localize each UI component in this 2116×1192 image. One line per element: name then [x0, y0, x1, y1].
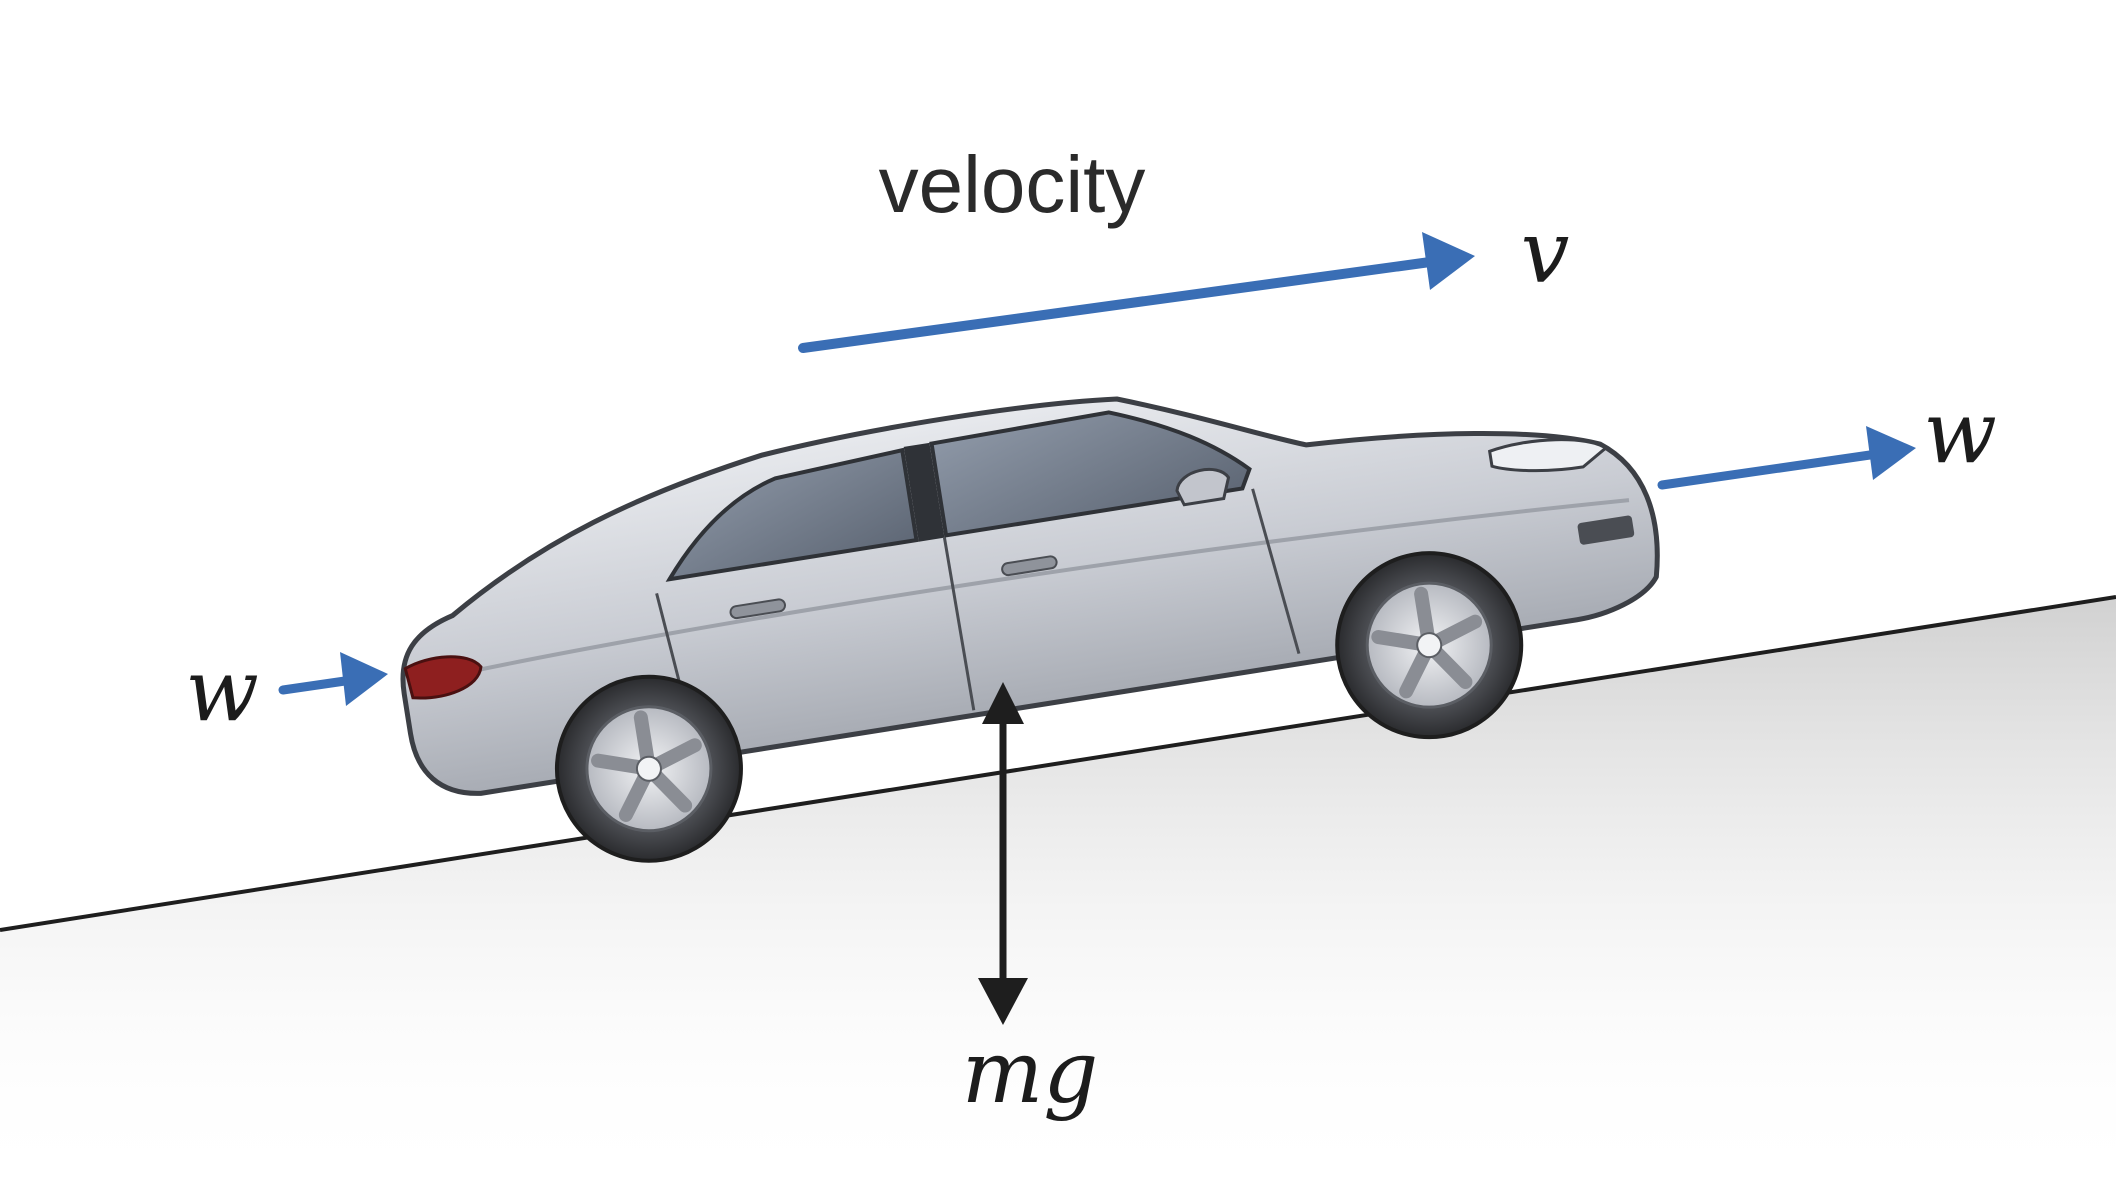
gravity-symbol: mg: [962, 1023, 1099, 1123]
car-front-wheel: [1335, 551, 1524, 740]
incline-ground: [0, 595, 2116, 1192]
velocity-caption: velocity: [879, 140, 1146, 229]
car-rear-door-handle: [729, 598, 786, 620]
car-taillight: [403, 655, 483, 700]
velocity-arrow: [798, 232, 1475, 353]
wind-front-arrow: [1657, 426, 1916, 490]
car-rear-wheel: [554, 674, 743, 863]
car-rear-window: [665, 447, 919, 582]
wind-rear-arrow: [278, 652, 388, 706]
incline-line: [0, 595, 2116, 932]
car-icon: [400, 396, 1660, 863]
gravity-arrow: [978, 682, 1028, 1025]
wind-front-symbol: w: [1923, 383, 1997, 483]
wind-rear-symbol: w: [185, 641, 259, 741]
car-front-grille: [1577, 515, 1635, 545]
car-front-window: [929, 410, 1252, 538]
car-body: [400, 396, 1660, 796]
car-b-pillar: [903, 442, 945, 542]
velocity-symbol: v: [1521, 203, 1570, 303]
car-body-crease: [431, 498, 1630, 682]
car-side-mirror: [1175, 467, 1231, 507]
car-headlight: [1487, 438, 1609, 473]
car-front-door-handle: [1001, 555, 1058, 577]
ground-shading: [0, 597, 2116, 1192]
